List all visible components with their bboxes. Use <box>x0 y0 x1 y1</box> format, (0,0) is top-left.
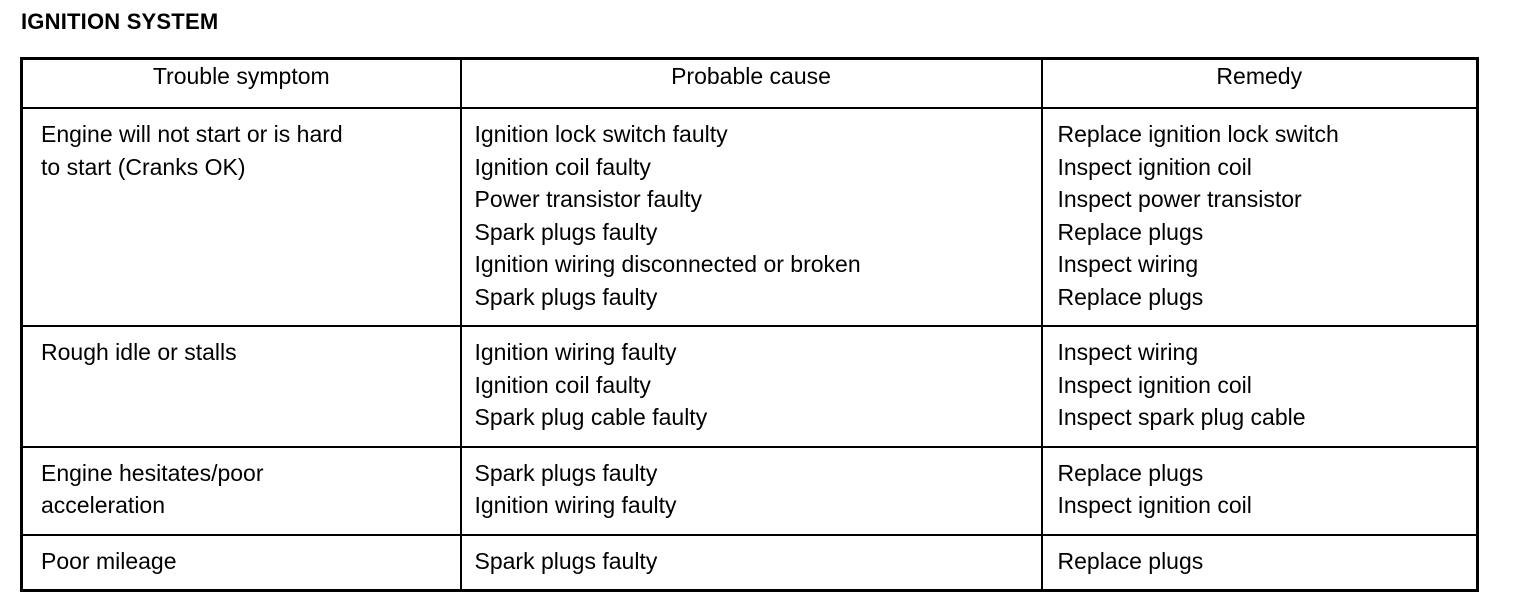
cell-trouble-symptom: Poor mileage <box>20 533 462 592</box>
cause-line: Ignition lock switch faulty <box>474 121 728 147</box>
remedy-line: Inspect ignition coil <box>1057 492 1252 518</box>
table-row: Rough idle or stalls Ignition wiring faul… <box>20 325 1479 448</box>
remedy-line: Replace plugs <box>1057 459 1204 486</box>
cause-line: Ignition coil faulty <box>474 371 651 398</box>
cell-trouble-symptom-content: Rough idle or stalls <box>23 327 460 381</box>
remedy-line: Inspect wiring <box>1057 251 1199 277</box>
cell-remedy: Replace plugs <box>1040 533 1479 592</box>
cell-probable-cause-content: Spark plugs faulty <box>462 536 1041 590</box>
symptom-line: Poor mileage <box>41 547 177 574</box>
cell-trouble-symptom: Engine will not start or is hard to start… <box>20 107 462 327</box>
cell-trouble-symptom-content: Poor mileage <box>23 536 460 590</box>
remedy-line: Inspect power transistor <box>1057 186 1302 212</box>
cell-probable-cause: Spark plugs faulty <box>459 533 1043 592</box>
cause-line: Spark plugs faulty <box>474 459 658 486</box>
table-header-row: Trouble symptom Probable cause Remedy <box>20 57 1479 109</box>
remedy-line: Replace plugs <box>1057 547 1204 574</box>
remedy-line: Inspect ignition coil <box>1057 153 1252 180</box>
column-header-probable-cause: Probable cause <box>459 57 1043 109</box>
cause-line: Power transistor faulty <box>474 186 703 212</box>
cause-line: Spark plugs faulty <box>474 547 658 574</box>
cause-line: Ignition wiring disconnected or broken <box>474 251 861 277</box>
remedy-line: Replace plugs <box>1057 218 1204 245</box>
cell-trouble-symptom: Engine hesitates/poor acceleration <box>20 445 462 536</box>
symptom-line: to start (Cranks OK) <box>41 153 246 180</box>
symptom-line: Rough idle or stalls <box>41 339 237 365</box>
cell-trouble-symptom-content: Engine hesitates/poor acceleration <box>23 448 460 534</box>
column-header-remedy: Remedy <box>1040 57 1479 109</box>
column-header-trouble-symptom: Trouble symptom <box>20 57 462 109</box>
symptom-line: Engine hesitates/poor <box>41 459 264 486</box>
symptom-line: Engine will not start or is hard <box>41 121 343 147</box>
cell-trouble-symptom-content: Engine will not start or is hard to start… <box>23 109 460 195</box>
cause-line: Ignition wiring faulty <box>474 339 677 365</box>
cell-remedy-content: Replace plugs <box>1043 536 1477 590</box>
troubleshooting-table: Trouble symptom Probable cause Remedy En… <box>20 57 1479 592</box>
table-row: Engine hesitates/poor acceleration Spark p… <box>20 445 1479 536</box>
page-title: IGNITION SYSTEM <box>21 9 219 34</box>
remedy-line: Inspect ignition coil <box>1057 371 1252 398</box>
table-header: Trouble symptom Probable cause Remedy <box>20 57 1479 109</box>
table-body: Engine will not start or is hard to start… <box>20 107 1479 592</box>
remedy-line: Replace plugs <box>1057 283 1204 310</box>
cell-trouble-symptom: Rough idle or stalls <box>20 325 462 448</box>
cause-line: Spark plug cable faulty <box>474 404 708 430</box>
cause-line: Ignition wiring faulty <box>474 492 677 518</box>
symptom-line: acceleration <box>41 492 166 518</box>
remedy-line: Replace ignition lock switch <box>1057 121 1339 147</box>
cause-line: Ignition coil faulty <box>474 153 651 180</box>
cause-line: Spark plugs faulty <box>474 283 658 310</box>
table-row: Engine will not start or is hard to start… <box>20 107 1479 327</box>
remedy-line: Inspect spark plug cable <box>1057 404 1306 430</box>
remedy-line: Inspect wiring <box>1057 339 1199 365</box>
table-row: Poor mileage Spark plugs faulty Replace pl… <box>20 533 1479 592</box>
cause-line: Spark plugs faulty <box>474 218 658 245</box>
